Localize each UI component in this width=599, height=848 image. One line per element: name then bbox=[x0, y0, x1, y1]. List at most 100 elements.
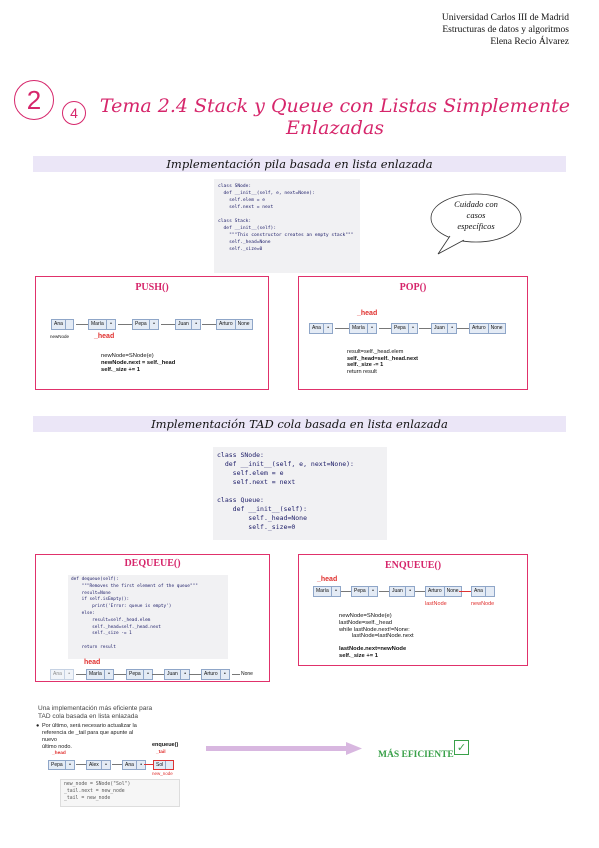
node-elem: Juan bbox=[432, 324, 448, 333]
node-next: • bbox=[325, 325, 331, 331]
node-elem: Ana bbox=[472, 587, 486, 596]
code-line: self.next = next bbox=[218, 205, 274, 210]
bullet-dot: ● bbox=[36, 723, 40, 729]
list-node: Ana bbox=[51, 319, 74, 330]
course: Estructuras de datos y algoritmos bbox=[442, 25, 569, 35]
list-node: Pepa • bbox=[48, 760, 76, 770]
code-line: self._head=None bbox=[218, 240, 271, 245]
node-next: None bbox=[446, 588, 459, 594]
node-next: None bbox=[237, 321, 250, 327]
link-arrow bbox=[341, 591, 351, 592]
bullet-line: Por último, será necesario actualizar la bbox=[42, 723, 137, 729]
node-next: • bbox=[182, 671, 188, 677]
node-next bbox=[486, 587, 494, 596]
node-next: • bbox=[103, 762, 109, 768]
node-elem: Alex bbox=[87, 761, 102, 769]
list-node: Pepa • bbox=[132, 319, 160, 330]
bullet-line: referencia de _tail para que apunte al n… bbox=[42, 730, 134, 743]
lastnode-label: lastNode bbox=[425, 601, 447, 607]
speech-bubble bbox=[430, 193, 522, 255]
head-label: _head bbox=[357, 310, 378, 317]
list-node: Juan • bbox=[175, 319, 202, 330]
node-next: • bbox=[222, 671, 228, 677]
author: Elena Recio Álvarez bbox=[490, 37, 569, 47]
head-label: head bbox=[84, 659, 101, 666]
bubble-line: casos bbox=[466, 210, 486, 220]
code-line: """Removes the first element of the queu… bbox=[71, 583, 198, 589]
list-node: Sol bbox=[153, 760, 175, 770]
list-node: María • bbox=[349, 323, 378, 334]
pop-panel: POP() _head Ana • María • Pepa • Juan • … bbox=[298, 276, 528, 390]
section-heading-stack: Implementación pila basada en lista enla… bbox=[33, 156, 566, 172]
code-line bbox=[218, 211, 356, 218]
node-next: None bbox=[490, 325, 503, 331]
node-next bbox=[166, 761, 173, 769]
list-node: Ana • bbox=[50, 669, 75, 680]
code-line: self._head=self._head.next bbox=[71, 624, 161, 630]
list-node: Pepa • bbox=[391, 323, 419, 334]
dequeue-code-block: def dequeue(self): """Removes the first … bbox=[68, 575, 228, 659]
list-node: María • bbox=[86, 669, 115, 680]
link-arrow bbox=[76, 324, 88, 325]
node-elem: Pepa bbox=[392, 324, 409, 333]
node-elem: Ana bbox=[310, 324, 324, 333]
enqueue-title: ENQUEUE() bbox=[384, 560, 442, 571]
code-line: self.next = next bbox=[217, 478, 296, 486]
code-line: newNode=SNode(e) bbox=[339, 613, 392, 619]
node-elem: Ana bbox=[123, 761, 137, 769]
node-next: • bbox=[449, 325, 455, 331]
list-node: Juan • bbox=[431, 323, 458, 334]
list-node: Pepa • bbox=[126, 669, 154, 680]
code-line: self.elem = e bbox=[217, 469, 284, 477]
code-line: def dequeue(self): bbox=[71, 577, 119, 582]
dequeue-panel: DEQUEUE() def dequeue(self): """Removes … bbox=[35, 554, 270, 682]
list-node: María • bbox=[313, 586, 342, 597]
pop-title: POP() bbox=[399, 282, 427, 293]
code-line: while lastNode.next!=None: bbox=[339, 626, 410, 633]
bullet-line: último nodo. bbox=[42, 744, 72, 750]
author-info: Universidad Carlos III de Madrid Estruct… bbox=[442, 12, 569, 48]
code-line: if self.isEmpty(): bbox=[71, 597, 130, 603]
node-next: • bbox=[410, 325, 416, 331]
code-line: """This constructor creates an empty sta… bbox=[218, 233, 354, 238]
list-node: Pepa • bbox=[351, 586, 379, 597]
newnode-label: newNode bbox=[471, 601, 495, 607]
node-elem: Juan bbox=[390, 587, 406, 596]
code-line: def __init__(self, e, next=None): bbox=[217, 460, 354, 468]
code-line: self.elem = e bbox=[218, 198, 266, 203]
check-icon: ✓ bbox=[454, 740, 469, 755]
code-line: _tail = new_node bbox=[64, 796, 111, 801]
node-elem: María bbox=[87, 670, 105, 679]
link-arrow bbox=[76, 764, 86, 765]
efficient-bullet: ● Por último, será necesario actualizar … bbox=[36, 723, 142, 751]
list-node: María • bbox=[88, 319, 117, 330]
node-next: • bbox=[369, 325, 375, 331]
newnode-label: newNode bbox=[50, 334, 70, 339]
code-line: result=None bbox=[71, 590, 111, 596]
node-elem: Arturo bbox=[202, 670, 221, 679]
code-line: self._head=None bbox=[217, 514, 308, 522]
bubble-line: Cuidado con bbox=[454, 199, 498, 209]
link-arrow bbox=[152, 674, 164, 675]
code-line bbox=[71, 638, 225, 645]
page-title: Tema 2.4 Stack y Queue con Listas Simple… bbox=[95, 95, 575, 139]
dequeue-title: DEQUEUE() bbox=[124, 558, 181, 569]
code-line: lastNode.next=newNode bbox=[339, 646, 407, 653]
code-line: class Queue: bbox=[217, 496, 264, 504]
pop-code: result=self._head.elem self._head=self._… bbox=[347, 349, 418, 375]
head-label: _head bbox=[317, 576, 338, 583]
stack-code-block: class SNode: def __init__(self, e, next=… bbox=[214, 179, 360, 273]
code-line: def __init__(self): bbox=[218, 226, 277, 231]
efficient-result-label: MÁS EFICIENTE bbox=[378, 750, 454, 760]
node-next: • bbox=[370, 588, 376, 594]
list-node: Alex • bbox=[86, 760, 112, 770]
node-elem: Pepa bbox=[49, 761, 66, 769]
node-next: • bbox=[333, 588, 339, 594]
code-line: self._size -= 1 bbox=[71, 631, 132, 637]
new-node-label: new_node bbox=[152, 771, 173, 776]
list-node: Ana • bbox=[309, 323, 334, 334]
